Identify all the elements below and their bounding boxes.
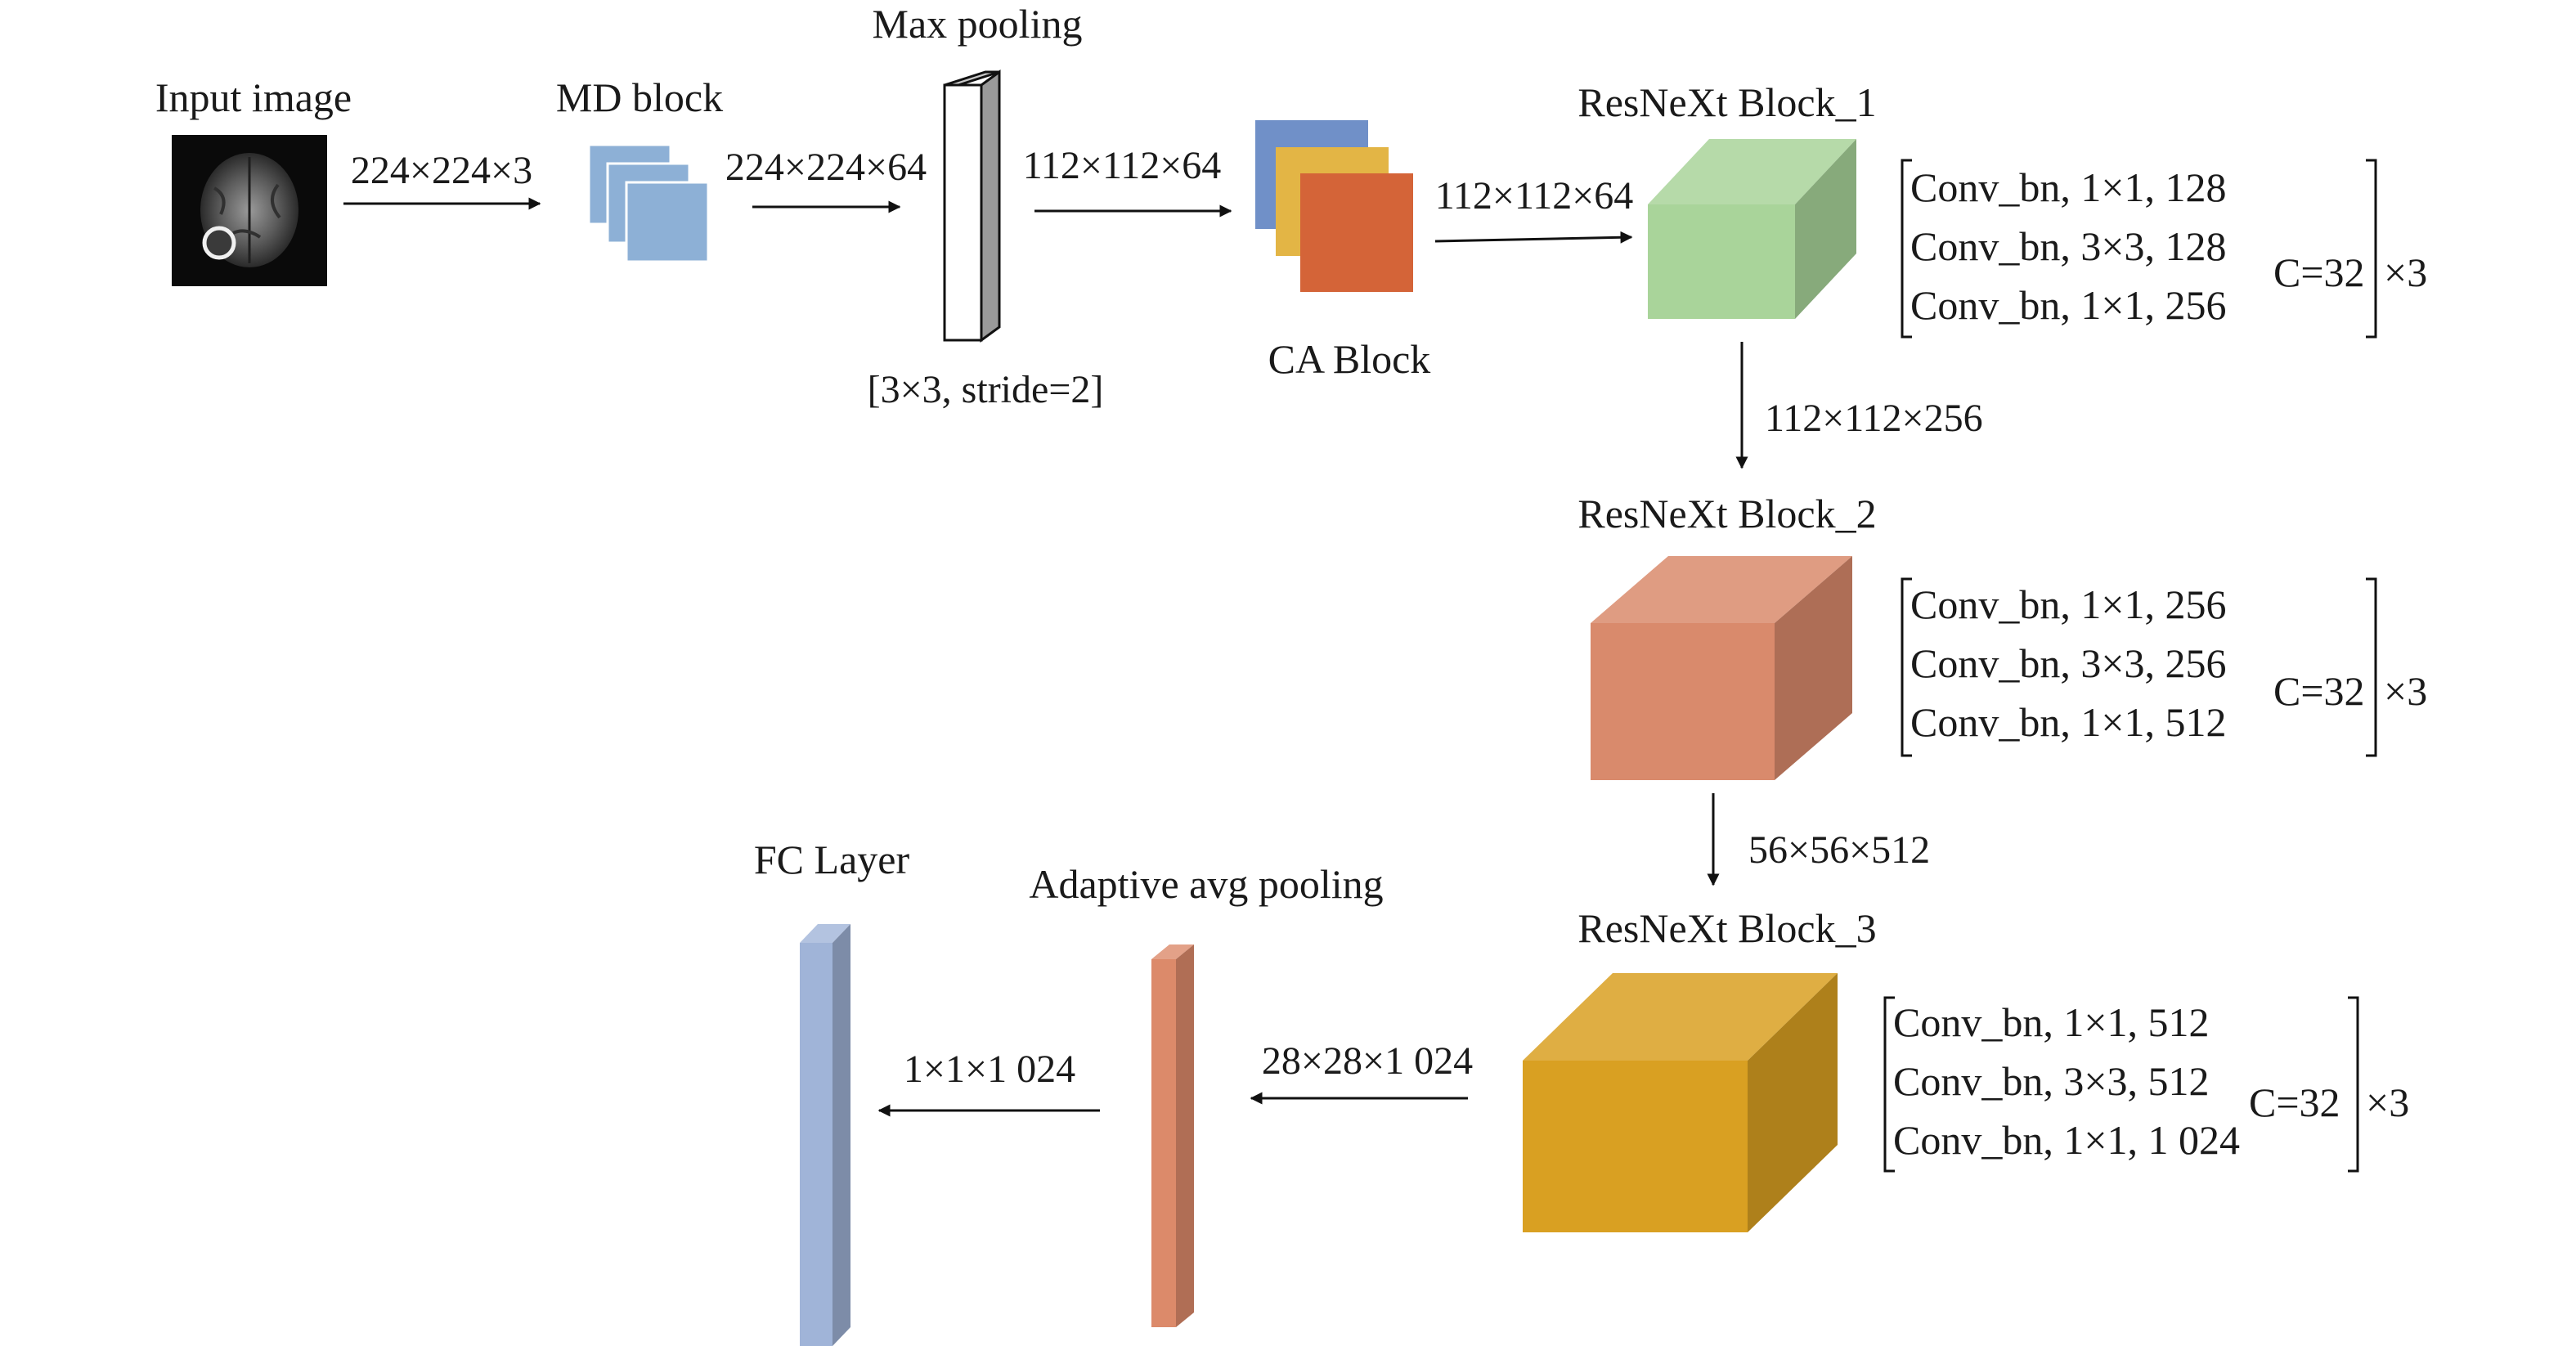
cube-side-face: [1775, 556, 1852, 780]
max-pooling-stage: Max pooling [3×3, stride=2] 112×112×64: [868, 1, 1232, 411]
spec-line: Conv_bn, 3×3, 128: [1910, 223, 2227, 269]
cube-top-face: [1591, 556, 1852, 623]
ca-block-label: CA Block: [1268, 336, 1431, 382]
input-image-label: Input image: [155, 74, 352, 120]
right-bracket: [2348, 996, 2359, 1173]
md-block: MD block 224×224×64: [556, 74, 927, 263]
spec-line: Conv_bn, 1×1, 512: [1893, 999, 2210, 1045]
resnext-block-3-cube: [1523, 973, 1838, 1232]
resnext-block-1-cube: [1648, 139, 1856, 319]
repeat-label: ×3: [2384, 249, 2427, 295]
fc-layer-slab: [800, 924, 850, 1346]
cube-front-face: [1591, 623, 1775, 780]
spec-line: Conv_bn, 1×1, 128: [1910, 164, 2227, 210]
cardinality-label: C=32: [2273, 668, 2365, 714]
md-feature-map-3: [625, 181, 710, 263]
cube-top-face: [1523, 973, 1838, 1061]
spec-line: Conv_bn, 3×3, 512: [1893, 1058, 2210, 1104]
spec-line: Conv_bn, 1×1, 512: [1910, 699, 2227, 745]
repeat-label: ×3: [2366, 1079, 2409, 1125]
cube-side-face: [1795, 139, 1856, 319]
adaptive-pooling-stage: Adaptive avg pooling 1×1×1 024: [877, 861, 1384, 1327]
resnext-block-2-dim-label: 56×56×512: [1748, 828, 1930, 872]
arrow-ca-to-resnext1: [1434, 231, 1633, 244]
cardinality-label: C=32: [2273, 249, 2365, 295]
ca-block: CA Block 112×112×64: [1255, 120, 1633, 382]
left-bracket: [1901, 159, 1912, 339]
right-bracket: [2366, 577, 2377, 757]
fc-layer-stage: FC Layer: [754, 837, 910, 1346]
cube-front-face: [1523, 1061, 1748, 1232]
md-block-label: MD block: [556, 74, 723, 120]
resnext-block-2-label: ResNeXt Block_2: [1577, 491, 1876, 536]
resnext-block-1-dim-label: 112×112×256: [1765, 397, 1983, 440]
left-bracket: [1901, 577, 1912, 757]
fc-layer-label: FC Layer: [754, 837, 910, 882]
spec-line: Conv_bn, 1×1, 256: [1910, 581, 2227, 627]
cube-side-face: [1748, 973, 1838, 1232]
brain-mri-image: [172, 135, 327, 286]
max-pooling-label: Max pooling: [873, 1, 1083, 47]
adaptive-pooling-dim-label: 1×1×1 024: [904, 1048, 1075, 1091]
left-bracket: [1883, 996, 1895, 1173]
max-pooling-param: [3×3, stride=2]: [868, 368, 1104, 411]
spec-line: Conv_bn, 3×3, 256: [1910, 640, 2227, 686]
md-dim-label: 224×224×64: [725, 146, 927, 189]
input-stage: Input image 224×224×3: [155, 74, 541, 286]
resnext-block-3-dim-label: 28×28×1 024: [1262, 1039, 1473, 1083]
ca-dim-label: 112×112×64: [1435, 174, 1634, 218]
resnext-block-1-label: ResNeXt Block_1: [1577, 79, 1876, 125]
spec-line: Conv_bn, 1×1, 256: [1910, 282, 2227, 328]
ca-feature-map-orange: [1300, 173, 1413, 292]
resnext-block-2-cube: [1591, 556, 1852, 780]
cardinality-label: C=32: [2249, 1079, 2340, 1125]
spec-line: Conv_bn, 1×1, 1 024: [1893, 1117, 2240, 1163]
right-bracket: [2366, 159, 2377, 339]
adaptive-pooling-label: Adaptive avg pooling: [1029, 861, 1383, 907]
cube-front-face: [1648, 204, 1795, 319]
adaptive-pooling-slab: [1151, 944, 1194, 1327]
repeat-label: ×3: [2384, 668, 2427, 714]
resnext-block-3-label: ResNeXt Block_3: [1577, 905, 1876, 951]
max-pooling-dim-label: 112×112×64: [1023, 144, 1222, 187]
input-dim-label: 224×224×3: [351, 149, 532, 192]
max-pooling-slab: [943, 70, 1001, 343]
cube-top-face: [1648, 139, 1856, 204]
